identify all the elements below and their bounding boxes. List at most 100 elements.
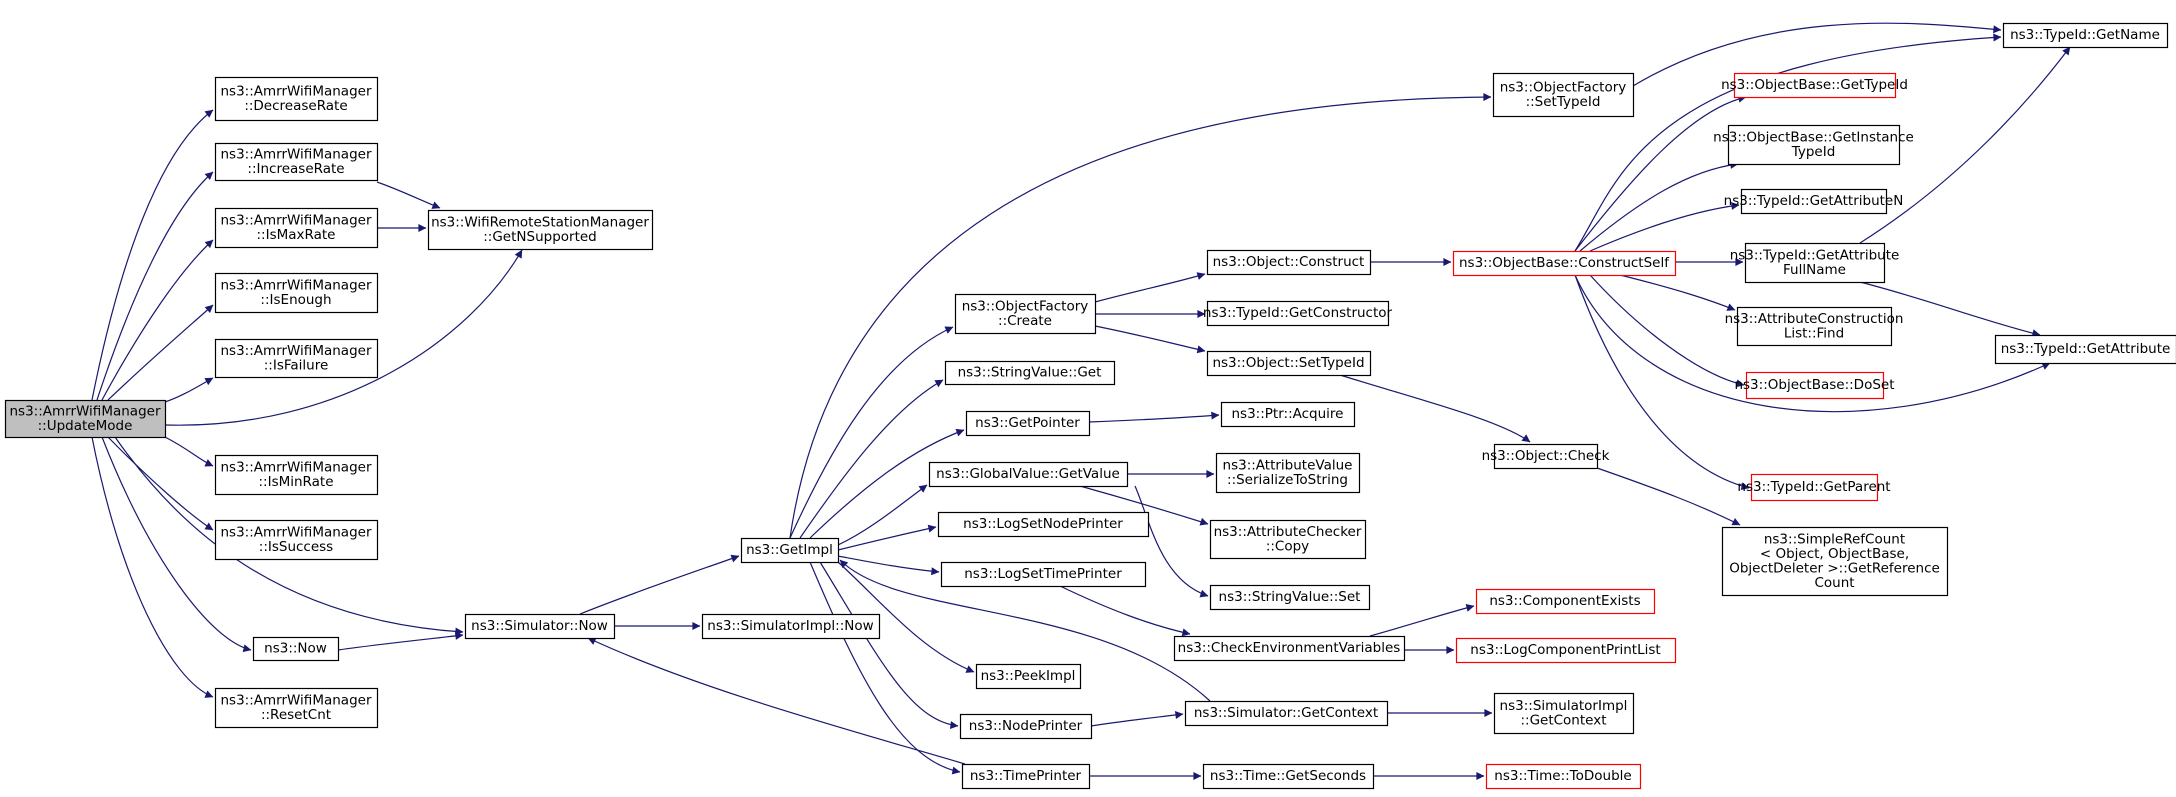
node-is-success[interactable]: ns3::AmrrWifiManager::IsSuccess xyxy=(214,519,379,561)
node-object-factory-set-type-id[interactable]: ns3::ObjectFactory::SetTypeId xyxy=(1492,72,1635,118)
node-box xyxy=(1493,692,1635,735)
node-box xyxy=(959,713,1093,740)
node-reset-cnt[interactable]: ns3::AmrrWifiManager::ResetCnt xyxy=(214,687,379,729)
node-type-id-get-constructor[interactable]: ns3::TypeId::GetConstructor xyxy=(1203,300,1393,327)
node-object-construct[interactable]: ns3::Object::Construct xyxy=(1206,249,1372,276)
node-string-value-get[interactable]: ns3::StringValue::Get xyxy=(944,360,1116,386)
node-label: ns3::Now xyxy=(264,641,327,657)
node-label: ns3::ObjectBase::GetTypeId xyxy=(1721,77,1908,93)
node-label: ::SerializeToString xyxy=(1227,472,1348,488)
node-box xyxy=(1492,72,1635,118)
node-attribute-checker-copy[interactable]: ns3::AttributeChecker::Copy xyxy=(1209,519,1367,560)
node-log-set-node-printer[interactable]: ns3::LogSetNodePrinter xyxy=(937,511,1150,538)
node-is-max-rate[interactable]: ns3::AmrrWifiManager::IsMaxRate xyxy=(214,207,379,249)
call-edge-global-value-get-value-to-string-value-set xyxy=(1134,485,1209,598)
node-label: ::SetTypeId xyxy=(1526,94,1601,110)
node-global-value-get-value[interactable]: ns3::GlobalValue::GetValue xyxy=(928,461,1129,488)
node-box xyxy=(214,142,379,182)
node-box xyxy=(1745,371,1885,400)
node-increase-rate[interactable]: ns3::AmrrWifiManager::IncreaseRate xyxy=(214,142,379,182)
node-label: ns3::SimulatorImpl xyxy=(1500,698,1628,714)
node-peek-impl[interactable]: ns3::PeekImpl xyxy=(975,663,1082,690)
node-log-component-print-list[interactable]: ns3::LogComponentPrintList xyxy=(1455,637,1677,664)
node-node-printer[interactable]: ns3::NodePrinter xyxy=(959,713,1093,740)
node-simple-ref-count-get-reference-count[interactable]: ns3::SimpleRefCount< Object, ObjectBase,… xyxy=(1721,526,1949,597)
node-decrease-rate[interactable]: ns3::AmrrWifiManager::DecreaseRate xyxy=(214,76,379,122)
node-update-mode[interactable]: ns3::AmrrWifiManager::UpdateMode xyxy=(4,399,167,439)
node-type-id-get-attribute[interactable]: ns3::TypeId::GetAttribute xyxy=(1994,334,2176,365)
node-time-get-seconds[interactable]: ns3::Time::GetSeconds xyxy=(1202,763,1375,790)
node-label: ns3::TypeId::GetConstructor xyxy=(1203,305,1393,321)
node-label: ns3::NodePrinter xyxy=(969,718,1083,734)
node-object-base-construct-self[interactable]: ns3::ObjectBase::ConstructSelf xyxy=(1452,250,1677,277)
node-time-printer[interactable]: ns3::TimePrinter xyxy=(961,763,1091,790)
node-label: ::GetNSupported xyxy=(483,229,597,245)
node-label: ::IsFailure xyxy=(264,357,329,373)
node-label: < Object, ObjectBase, xyxy=(1760,546,1909,562)
node-simulator-impl-now[interactable]: ns3::SimulatorImpl::Now xyxy=(701,613,881,640)
node-box xyxy=(1215,452,1361,494)
node-is-min-rate[interactable]: ns3::AmrrWifiManager::IsMinRate xyxy=(214,454,379,496)
node-label: ns3::ObjectBase::ConstructSelf xyxy=(1459,255,1670,271)
node-label: ns3::AmrrWifiManager xyxy=(9,403,160,419)
node-label: List::Find xyxy=(1784,325,1844,341)
node-get-impl[interactable]: ns3::GetImpl xyxy=(740,537,840,564)
node-is-failure[interactable]: ns3::AmrrWifiManager::IsFailure xyxy=(214,338,379,379)
call-edge-update-mode-to-is-enough xyxy=(107,304,214,401)
node-now[interactable]: ns3::Now xyxy=(252,636,340,662)
node-box xyxy=(937,511,1150,538)
node-label: ns3::StringValue::Set xyxy=(1219,589,1361,605)
node-simulator-get-context[interactable]: ns3::Simulator::GetContext xyxy=(1184,700,1389,727)
node-simulator-now[interactable]: ns3::Simulator::Now xyxy=(464,613,616,640)
node-type-id-get-name[interactable]: ns3::TypeId::GetName xyxy=(2002,22,2169,49)
call-edge-type-id-get-attribute-full-name-to-type-id-get-attribute xyxy=(1859,281,2041,338)
node-label: ns3::TypeId::GetName xyxy=(2010,27,2160,43)
node-type-id-get-attribute-n[interactable]: ns3::TypeId::GetAttributeN xyxy=(1724,188,1904,215)
node-box xyxy=(928,461,1129,488)
node-label: ns3::AmrrWifiManager xyxy=(220,277,371,293)
node-log-set-time-printer[interactable]: ns3::LogSetTimePrinter xyxy=(940,561,1147,588)
node-simulator-impl-get-context[interactable]: ns3::SimulatorImpl::GetContext xyxy=(1493,692,1635,735)
call-edge-object-factory-create-to-object-set-type-id xyxy=(1094,325,1206,354)
node-object-check[interactable]: ns3::Object::Check xyxy=(1482,443,1610,470)
node-label: ns3::CheckEnvironmentVariables xyxy=(1178,640,1401,656)
call-edge-object-base-construct-self-to-object-base-get-type-id xyxy=(1574,94,1747,252)
node-get-pointer[interactable]: ns3::GetPointer xyxy=(965,410,1091,437)
node-ptr-acquire[interactable]: ns3::Ptr::Acquire xyxy=(1220,401,1356,428)
call-edge-update-mode-to-is-min-rate xyxy=(164,436,214,467)
call-edge-object-base-construct-self-to-type-id-get-attribute xyxy=(1574,274,2051,413)
node-box xyxy=(1206,350,1372,377)
node-string-value-set[interactable]: ns3::StringValue::Set xyxy=(1209,584,1371,611)
node-label: ::DecreaseRate xyxy=(244,98,347,114)
node-get-n-supported[interactable]: ns3::WifiRemoteStationManager::GetNSuppo… xyxy=(427,209,654,251)
node-label: TypeId xyxy=(1791,144,1836,160)
node-box xyxy=(214,519,379,561)
node-label: ns3::Object::Check xyxy=(1482,448,1610,464)
node-box xyxy=(1740,188,1888,215)
node-object-factory-create[interactable]: ns3::ObjectFactory::Create xyxy=(954,293,1097,335)
node-label: ns3::ObjectFactory xyxy=(1500,79,1627,95)
node-box xyxy=(1209,584,1371,611)
node-object-set-type-id[interactable]: ns3::Object::SetTypeId xyxy=(1206,350,1372,377)
call-edge-get-impl-to-log-set-time-printer xyxy=(837,555,940,576)
node-label: ns3::AmrrWifiManager xyxy=(220,692,371,708)
node-type-id-get-parent[interactable]: ns3::TypeId::GetParent xyxy=(1737,473,1891,502)
node-time-to-double[interactable]: ns3::Time::ToDouble xyxy=(1485,763,1642,790)
call-edge-get-impl-to-object-factory-create xyxy=(789,326,954,539)
node-is-enough[interactable]: ns3::AmrrWifiManager::IsEnough xyxy=(214,272,379,314)
node-object-base-do-set[interactable]: ns3::ObjectBase::DoSet xyxy=(1734,371,1895,400)
node-component-exists[interactable]: ns3::ComponentExists xyxy=(1475,588,1656,615)
node-box xyxy=(1209,519,1367,560)
node-box xyxy=(1184,700,1389,727)
node-attribute-value-serialize[interactable]: ns3::AttributeValue::SerializeToString xyxy=(1215,452,1361,494)
node-label: ns3::AttributeConstruction xyxy=(1725,311,1904,327)
node-box xyxy=(214,687,379,729)
node-label: ::GetContext xyxy=(1520,712,1606,728)
node-box xyxy=(1721,526,1949,597)
node-object-base-get-type-id[interactable]: ns3::ObjectBase::GetTypeId xyxy=(1721,72,1908,99)
call-edge-update-mode-to-simulator-now xyxy=(114,436,464,636)
node-check-environment-variables[interactable]: ns3::CheckEnvironmentVariables xyxy=(1173,635,1406,662)
